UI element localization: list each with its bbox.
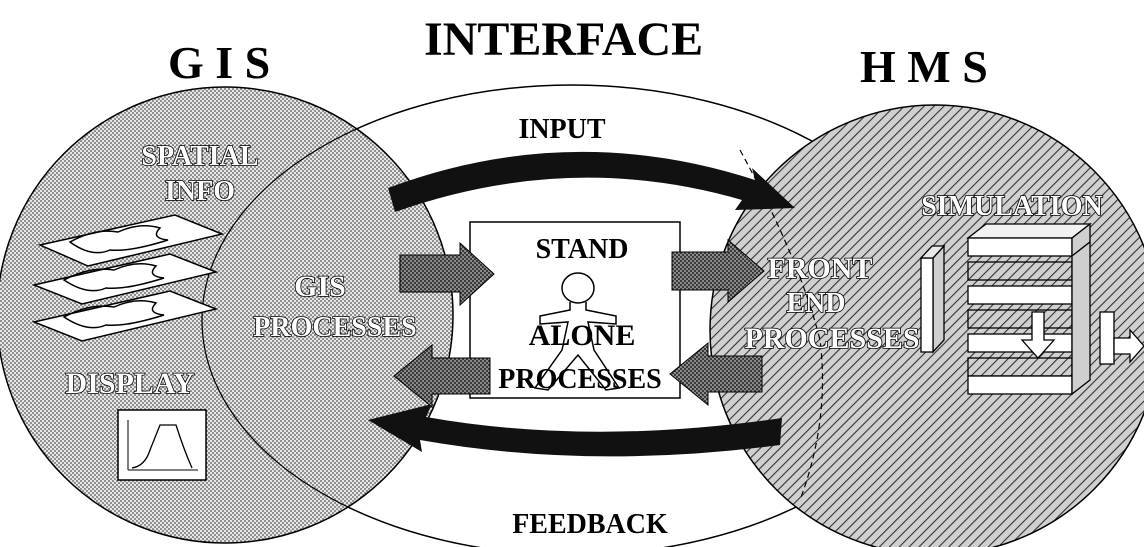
gis-title: G I S [168, 37, 270, 88]
hms-title: H M S [860, 41, 988, 92]
feedback-arrow [368, 404, 782, 457]
simulation-blocks-icon [919, 222, 1144, 396]
hms-interface-boundary [739, 149, 824, 501]
front-end-label-2: END [786, 288, 845, 319]
display-label: DISPLAY [66, 367, 195, 400]
alone-label: ALONE [529, 319, 636, 352]
gis-processes-label-2: PROCESSES [253, 312, 416, 343]
stand-label: STAND [536, 234, 629, 265]
processes-label: PROCESSES [498, 364, 661, 395]
standalone-to-gis-arrow [393, 343, 491, 409]
simulation-label: SIMULATION [921, 191, 1103, 222]
spatial-info-label-2: INFO [165, 176, 235, 207]
gis-to-standalone-arrow [399, 241, 495, 307]
hydrograph-icon [117, 409, 207, 481]
person-icon [533, 272, 621, 391]
input-arrow [388, 151, 795, 212]
gis-interface-overlap [201, 87, 453, 543]
spatial-info-label-1: SPATIAL [141, 141, 258, 172]
input-label: INPUT [518, 114, 605, 145]
map-layers-icon [31, 214, 225, 342]
hms-to-standalone-arrow [669, 341, 763, 407]
gis-processes-label-1: GIS [294, 270, 346, 303]
front-end-label-3: PROCESSES [744, 322, 919, 355]
stand-alone-box [469, 221, 681, 399]
standalone-to-hms-arrow [671, 238, 765, 304]
feedback-label: FEEDBACK [512, 509, 668, 540]
gis-region [0, 86, 454, 544]
front-end-label-1: FRONT [768, 252, 873, 285]
interface-title: INTERFACE [424, 13, 703, 66]
